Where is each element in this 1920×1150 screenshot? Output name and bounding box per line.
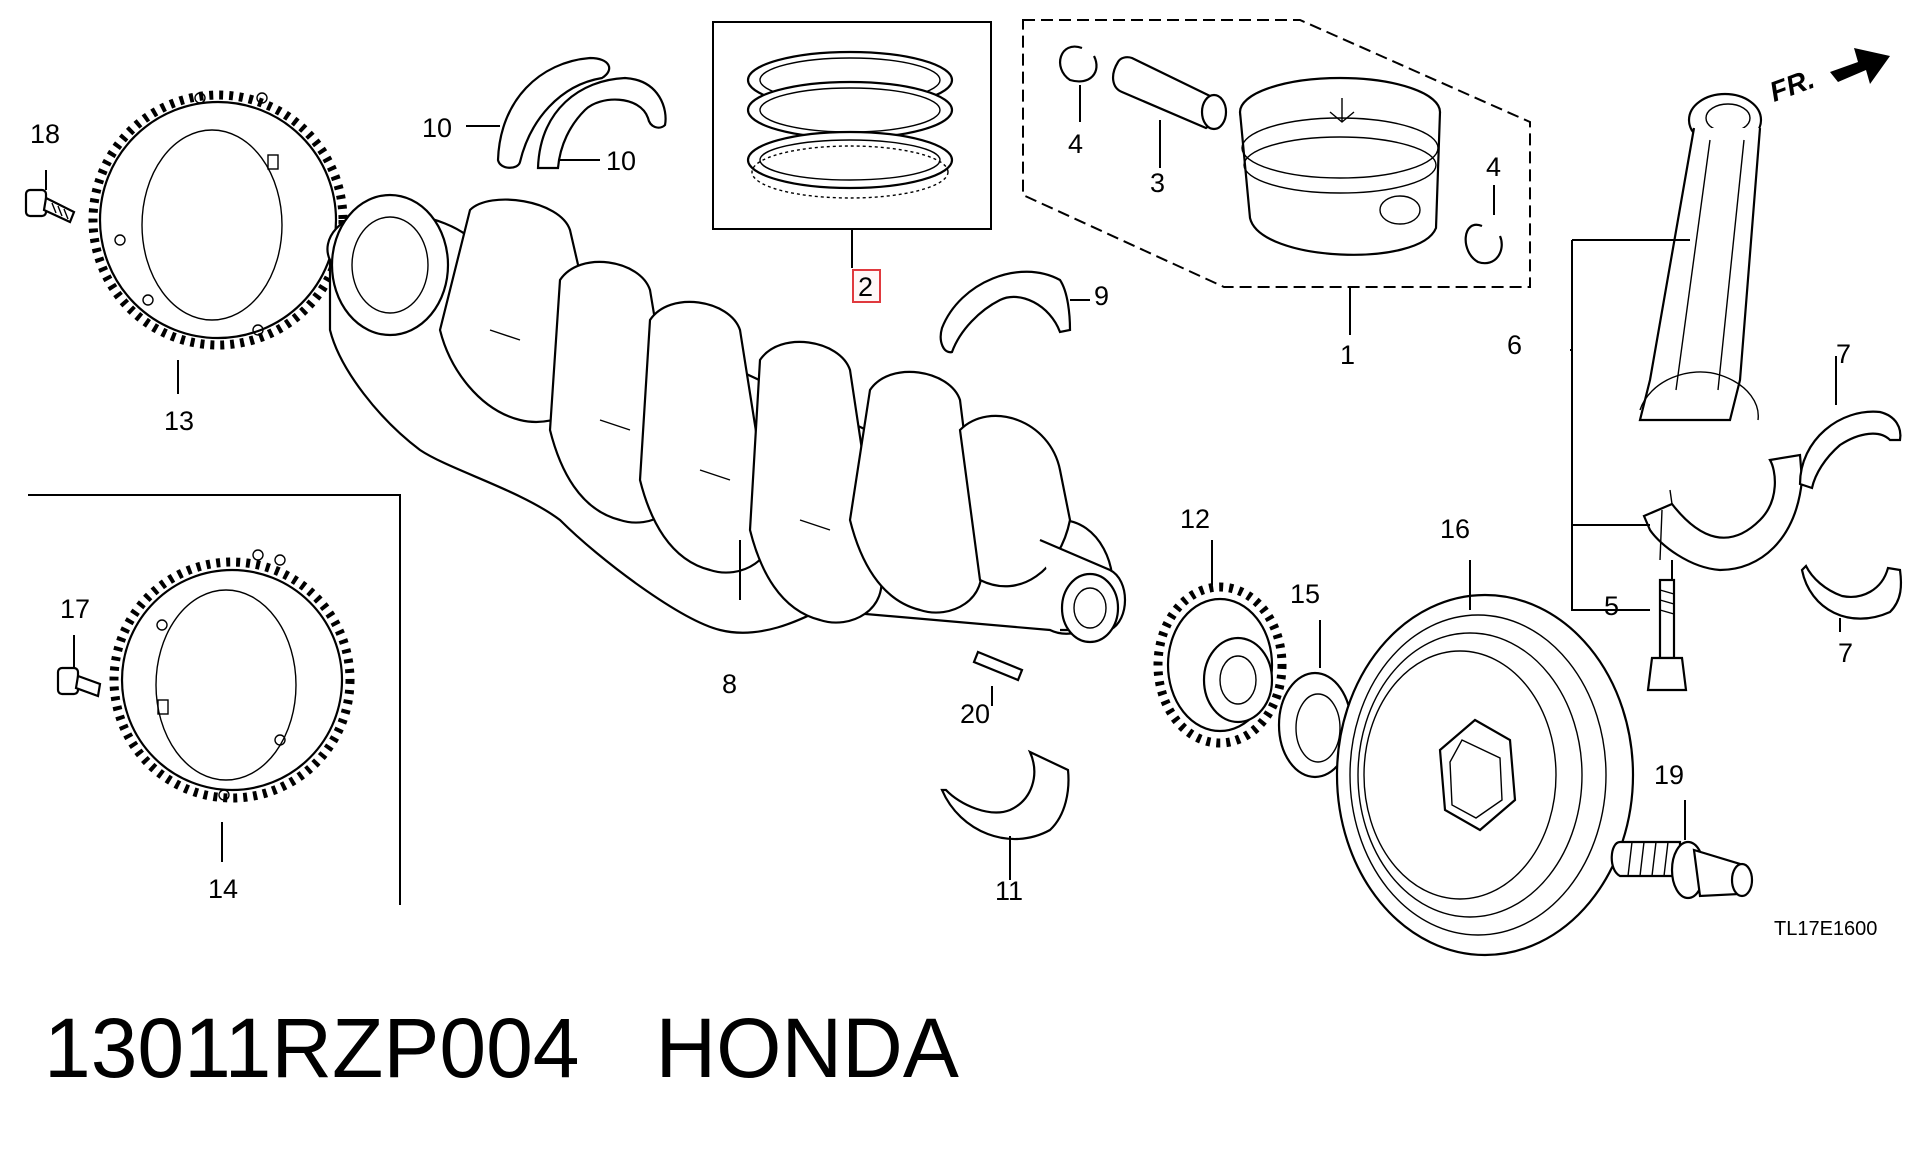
drive-plate-13	[88, 90, 348, 350]
callout-3: 3	[1150, 168, 1165, 198]
callout-6: 6	[1507, 330, 1522, 360]
callout-12: 12	[1180, 504, 1210, 534]
callout-7-top: 7	[1836, 339, 1851, 369]
washer-15	[1277, 620, 1353, 779]
thrust-washers-10	[496, 56, 667, 170]
callout-18: 18	[30, 119, 60, 149]
callout-17: 17	[60, 594, 90, 624]
part-number: 13011RZP004	[44, 1001, 580, 1095]
callout-16: 16	[1440, 514, 1470, 544]
brand-name: HONDA	[655, 1001, 959, 1095]
rod-bolt-5	[1646, 578, 1688, 692]
sprocket-12	[1153, 540, 1287, 748]
bolt-18	[24, 188, 76, 224]
callout-1: 1	[1340, 340, 1355, 370]
crankshaft-8	[326, 193, 1127, 644]
pulley-bolt-19	[1610, 800, 1754, 900]
rod-bearings-7	[1798, 410, 1903, 620]
callout-13: 13	[164, 406, 194, 436]
callout-5: 5	[1604, 591, 1619, 621]
callout-4-right: 4	[1486, 152, 1501, 182]
callout-10-right: 10	[606, 146, 636, 176]
crank-pulley-16	[1335, 560, 1635, 957]
caption: 13011RZP004 HONDA	[44, 1000, 959, 1097]
connecting-rod-6	[1570, 92, 1804, 611]
callout-11: 11	[995, 876, 1023, 906]
callout-2: 2	[858, 272, 873, 302]
callout-20: 20	[960, 699, 990, 729]
main-bearing-11	[940, 749, 1070, 880]
woodruff-key-20	[972, 650, 1024, 706]
front-direction-arrow	[1830, 48, 1890, 84]
callout-4-left: 4	[1068, 129, 1083, 159]
bolt-17	[56, 666, 102, 698]
callout-8: 8	[722, 669, 737, 699]
drive-plate-14-panel	[28, 494, 401, 905]
main-bearing-9	[939, 270, 1090, 354]
callout-labels: 1 2 3 4 4 5 6 7 7 8 9 10 10 11 12 13 14 …	[30, 113, 1853, 906]
front-direction-label: FR.	[1765, 63, 1818, 108]
callout-10-left: 10	[422, 113, 452, 143]
drawing-code: TL17E1600	[1774, 918, 1877, 940]
callout-9: 9	[1094, 281, 1109, 311]
callout-19: 19	[1654, 760, 1684, 790]
callout-7-bottom: 7	[1838, 638, 1853, 668]
leader-lines	[45, 85, 1841, 862]
piston-ring-set-2	[712, 21, 992, 303]
callout-14: 14	[208, 874, 238, 904]
piston-assembly-1	[1022, 19, 1531, 335]
callout-15: 15	[1290, 579, 1320, 609]
